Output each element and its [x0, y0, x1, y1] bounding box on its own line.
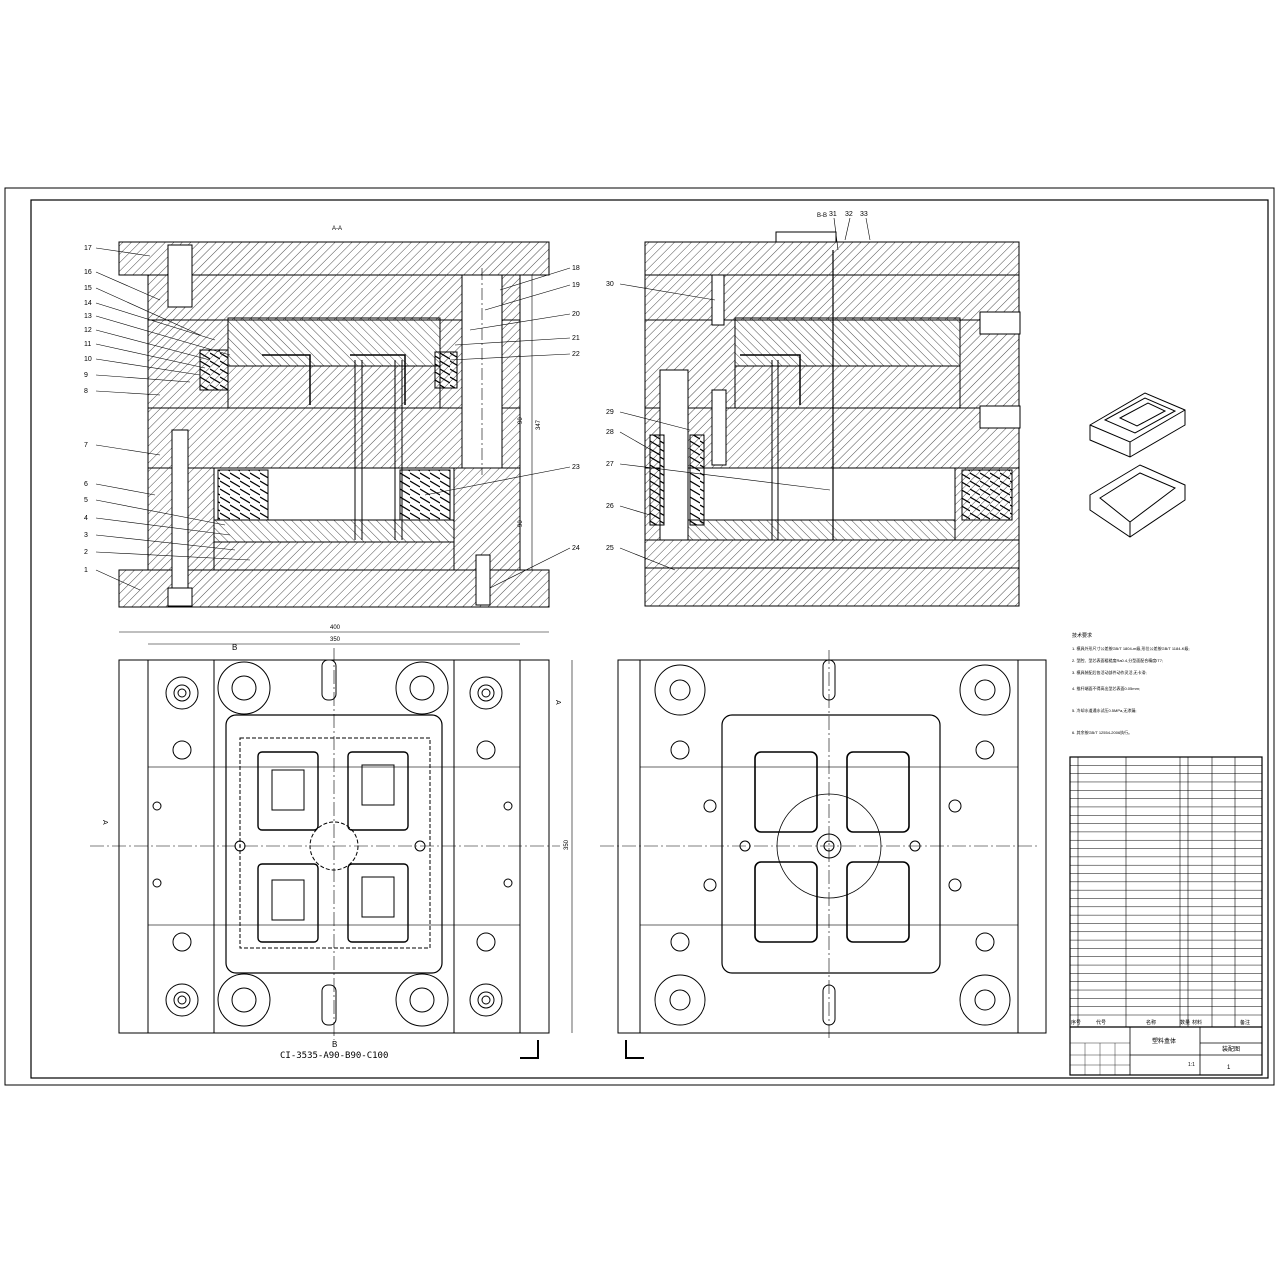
callout-5: 5 [84, 497, 88, 504]
callout-29: 29 [606, 409, 614, 416]
section-view-aa: A-A 347 [84, 226, 580, 608]
callout-3: 3 [84, 532, 88, 539]
section-label-aa: A-A [332, 226, 342, 232]
section-mark-b-bottom: B [332, 1040, 337, 1049]
note-5: 5. 冷却水道通水试压0.5MPa,无渗漏; [1072, 707, 1136, 713]
callout-9: 9 [84, 372, 88, 379]
dim-height-side: 350 [564, 839, 570, 850]
section-mark-a-left: A [101, 820, 108, 825]
dim-width-total: 400 [330, 625, 341, 631]
callout-25: 25 [606, 545, 614, 552]
callout-16: 16 [84, 269, 92, 276]
sheet-inner-border [30, 199, 1269, 1079]
note-1: 1. 模具外形尺寸公差按GB/T 1804-m级,形位公差按GB/T 1184-… [1072, 645, 1190, 651]
bom-header-remark: 备注 [1240, 1019, 1250, 1026]
callout-32: 32 [845, 211, 853, 218]
bom-header-name: 名称 [1146, 1019, 1156, 1026]
dim-h1: 90 [518, 417, 524, 424]
callout-21: 21 [572, 335, 580, 342]
callout-31: 31 [829, 211, 837, 218]
part-isometric-views [1089, 392, 1186, 538]
callout-20: 20 [572, 311, 580, 318]
bom-header-material: 材料 [1192, 1019, 1202, 1026]
callout-1: 1 [84, 567, 88, 574]
callout-23: 23 [572, 464, 580, 471]
plan-view-right [600, 650, 1047, 1059]
callout-17: 17 [84, 245, 92, 252]
callout-27: 27 [606, 461, 614, 468]
callout-10: 10 [84, 356, 92, 363]
callout-15: 15 [84, 285, 92, 292]
callouts-left: 17 16 15 14 13 12 11 10 9 8 7 6 5 4 3 2 … [84, 245, 92, 574]
section-mark-b-top: B [232, 643, 237, 652]
dim-h2: 90 [518, 520, 524, 527]
callouts-mid: 18 19 20 21 22 23 24 [572, 265, 580, 552]
title-sheet: 1 [1227, 1065, 1231, 1071]
note-6: 6. 其余按GB/T 12554-2006执行。 [1072, 729, 1132, 735]
callout-2: 2 [84, 549, 88, 556]
callout-7: 7 [84, 442, 88, 449]
note-3: 3. 模具装配后各活动部件动作灵活,无卡滞; [1072, 669, 1147, 675]
title-scale: 1:1 [1188, 1062, 1195, 1068]
bom-table: 序号 代号 名称 数量 材料 备注 塑料盒体 装配图 1:1 1 [1069, 756, 1263, 1076]
sheet-outer-border [4, 187, 1275, 1086]
callout-24: 24 [572, 545, 580, 552]
callout-4: 4 [84, 515, 88, 522]
callout-19: 19 [572, 282, 580, 289]
title-drawing: 装配图 [1222, 1045, 1240, 1053]
dim-width-inner: 350 [330, 637, 341, 643]
callout-11: 11 [84, 341, 91, 348]
bom-header-code: 代号 [1096, 1019, 1106, 1026]
note-4: 4. 推杆端面不得高出型芯表面0.05mm; [1072, 685, 1140, 691]
plan-view-left: 400 350 350 B B A A CI-3535-A90-B90-C100 [90, 625, 573, 1061]
bom-header-qty: 数量 [1180, 1019, 1190, 1026]
callout-33: 33 [860, 211, 868, 218]
section-label-bb: B-B [817, 213, 827, 219]
technical-notes: 技术要求 1. 模具外形尺寸公差按GB/T 1804-m级,形位公差按GB/T … [1072, 632, 1190, 735]
callouts-right: 30 29 28 27 26 25 31 32 33 [606, 211, 868, 552]
callout-14: 14 [84, 300, 92, 307]
mold-code: CI-3535-A90-B90-C100 [280, 1051, 388, 1061]
note-2: 2. 型腔、型芯表面粗糙度Ra0.4,分型面配合精度IT7; [1072, 657, 1163, 663]
section-view-bb: B-B 30 29 28 27 26 25 31 [606, 211, 1021, 607]
callout-30: 30 [606, 281, 614, 288]
callout-18: 18 [572, 265, 580, 272]
callout-22: 22 [572, 351, 580, 358]
callout-26: 26 [606, 503, 614, 510]
callout-12: 12 [84, 327, 92, 334]
callout-6: 6 [84, 481, 88, 488]
notes-title: 技术要求 [1072, 632, 1092, 639]
callout-28: 28 [606, 429, 614, 436]
callout-8: 8 [84, 388, 88, 395]
title-part-name: 塑料盒体 [1152, 1037, 1176, 1045]
section-mark-a-right: A [554, 700, 561, 705]
dim-stack-height: 347 [536, 419, 542, 430]
callout-13: 13 [84, 313, 92, 320]
bom-header-index: 序号 [1071, 1019, 1081, 1026]
